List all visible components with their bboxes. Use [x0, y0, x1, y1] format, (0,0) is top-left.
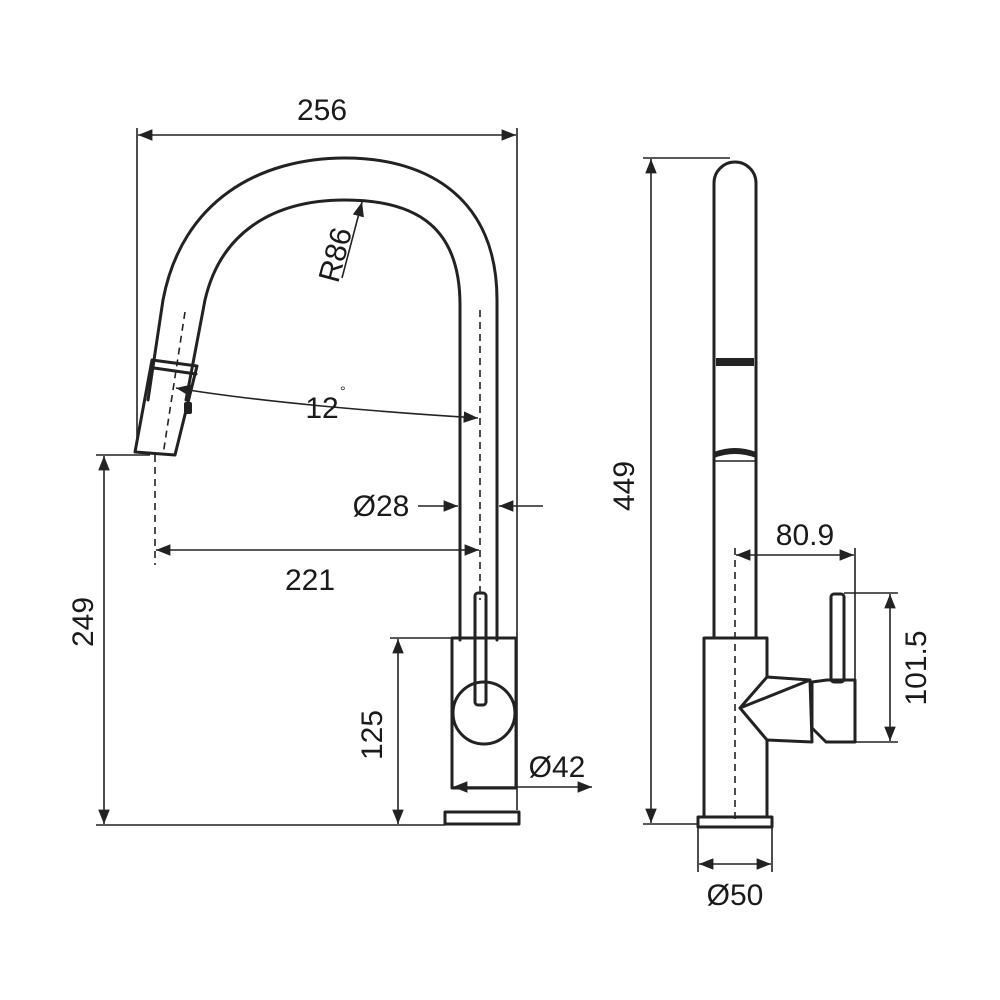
label-reach: 221	[285, 564, 335, 597]
label-overall-width: 256	[297, 94, 347, 127]
label-angle-unit: °	[340, 383, 346, 399]
label-spout-height: 249	[67, 597, 100, 647]
side-aerator	[714, 448, 756, 458]
spray-axis	[162, 311, 186, 456]
label-handle-offset: 80.9	[776, 519, 834, 552]
side-handle-cone	[738, 675, 814, 744]
spray-button	[184, 402, 192, 414]
handle-lever	[473, 591, 488, 707]
front-view: 256 R86 12 ° Ø28 221 249 125 Ø42	[67, 94, 592, 826]
spray-head-band	[152, 366, 198, 376]
label-base-diameter: Ø42	[529, 751, 586, 784]
label-radius: R86	[313, 224, 359, 286]
faucet-body	[450, 636, 518, 790]
side-view: 449 80.9 101.5 Ø50	[608, 157, 933, 912]
side-handle-cap	[810, 678, 857, 744]
label-pipe-diameter: Ø28	[353, 490, 410, 523]
label-total-height: 449	[608, 461, 641, 511]
dimline-radius	[341, 201, 364, 279]
spray-head	[133, 358, 199, 457]
dimline-angle	[175, 384, 479, 423]
side-spout	[712, 160, 758, 640]
label-angle: 12	[305, 392, 338, 425]
spout-outer-contour	[146, 156, 499, 642]
spout-inner-contour	[184, 198, 462, 642]
side-spray-band	[716, 358, 754, 366]
side-handle-lever	[829, 592, 846, 684]
label-side-base-diameter: Ø50	[707, 879, 764, 912]
label-body-height: 125	[356, 710, 389, 760]
handle-knob	[451, 680, 517, 746]
base-plate	[443, 810, 521, 826]
label-handle-height: 101.5	[900, 630, 933, 705]
